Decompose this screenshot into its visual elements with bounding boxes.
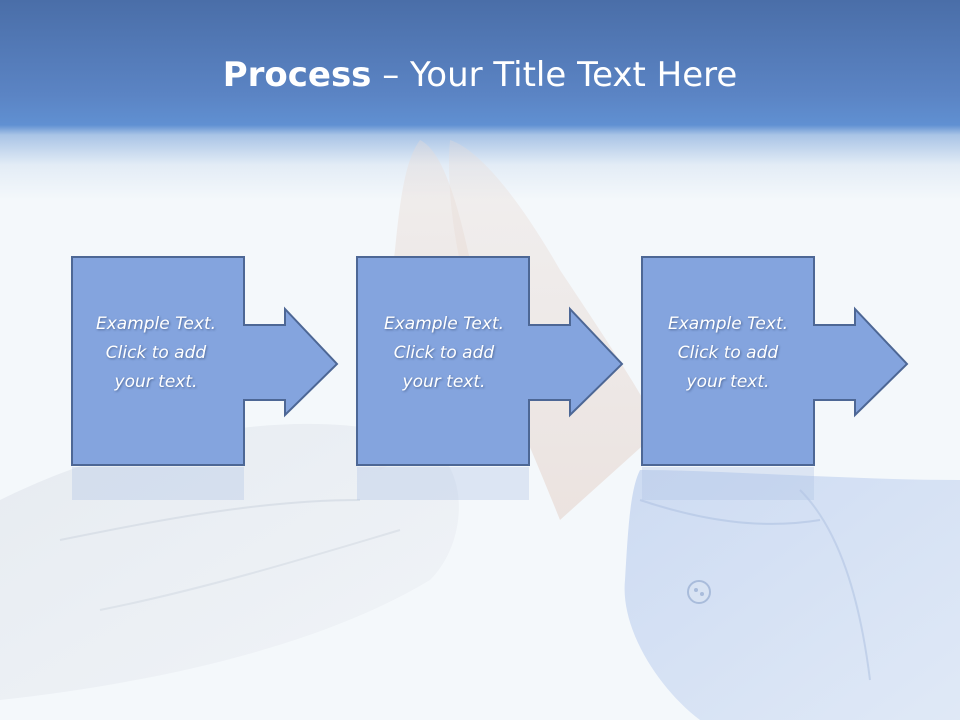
step-3-line-1: Example Text. <box>667 314 789 334</box>
process-step-2-text[interactable]: Example Text. Click to add your text. <box>359 310 529 397</box>
step-2-line-1: Example Text. <box>383 314 505 334</box>
step-1-line-1: Example Text. <box>95 314 217 334</box>
step-2-line-3: your text. <box>402 372 486 392</box>
process-step-3-arrow[interactable] <box>630 250 920 500</box>
step-1-line-3: your text. <box>114 372 198 392</box>
step-2-line-2: Click to add <box>393 343 495 363</box>
title-rest: – Your Title Text Here <box>371 55 738 95</box>
process-step-1-arrow[interactable] <box>60 250 350 500</box>
process-step-1-text[interactable]: Example Text. Click to add your text. <box>71 310 241 397</box>
process-step-3-text[interactable]: Example Text. Click to add your text. <box>643 310 813 397</box>
step-3-line-3: your text. <box>686 372 770 392</box>
step-3-line-2: Click to add <box>677 343 779 363</box>
process-step-2-arrow[interactable] <box>345 250 635 500</box>
title-bold: Process <box>222 55 372 95</box>
step-1-line-2: Click to add <box>105 343 207 363</box>
slide-title[interactable]: Process – Your Title Text Here <box>0 52 960 98</box>
